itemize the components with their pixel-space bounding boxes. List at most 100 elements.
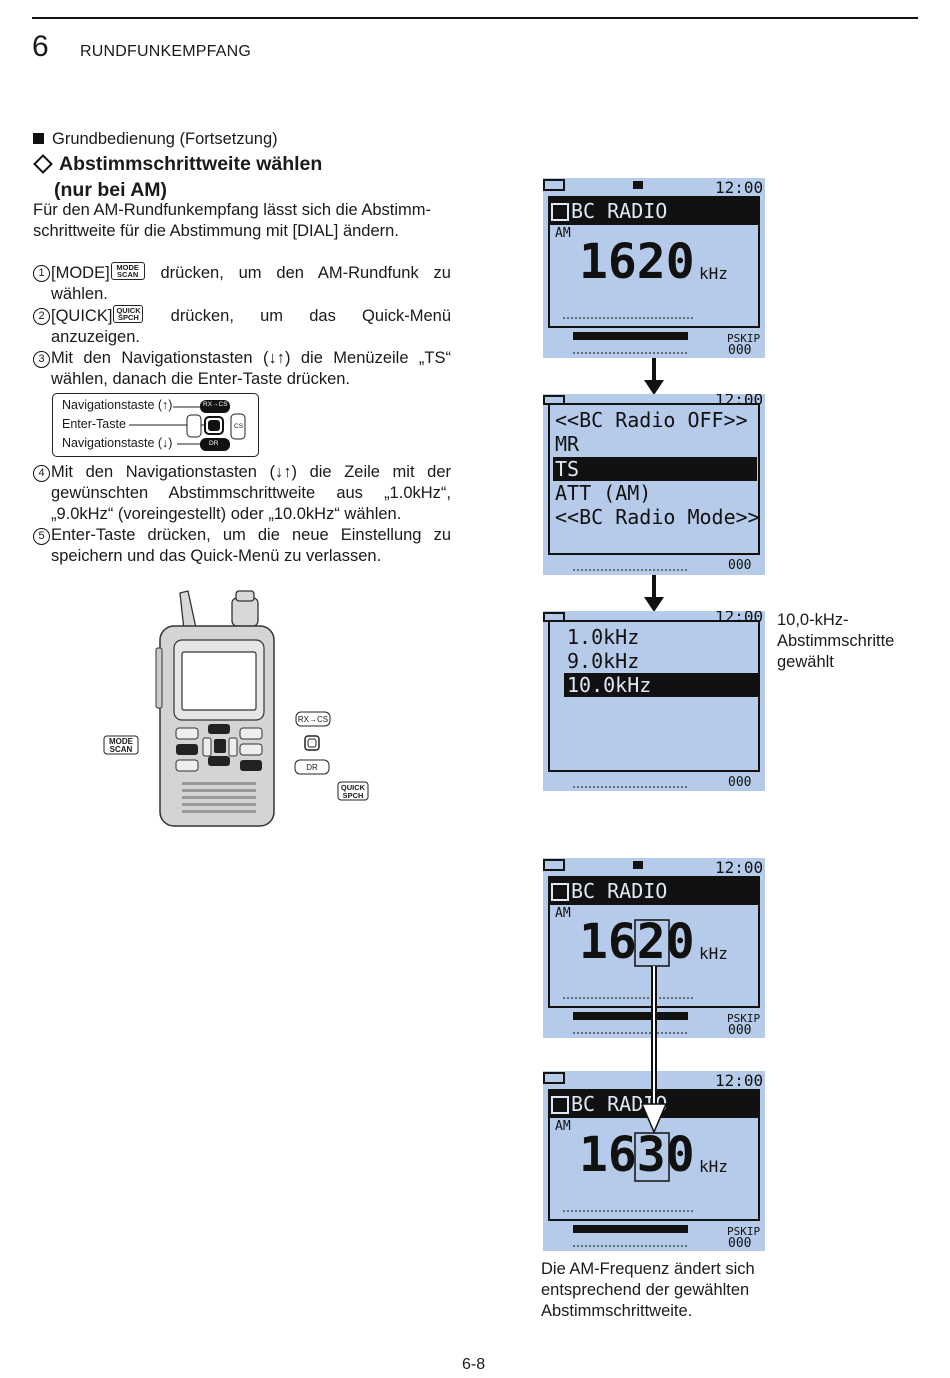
lcd-clock: 12:00 <box>715 394 764 409</box>
lcd-channel: 000 <box>728 1236 752 1251</box>
step-number: 3 <box>33 351 50 368</box>
menu-item-mr: MR <box>555 432 580 456</box>
enter-label: Enter-Taste <box>62 417 126 431</box>
menu-item-bc-radio-off: <<BC Radio OFF>> <box>555 408 748 432</box>
ts-caption-line: 10,0-kHz- <box>777 611 849 629</box>
step-1: 1[MODE]MODE SCAN drücken, um den AM-Rund… <box>33 262 451 305</box>
subsection-title: Grundbedienung (Fortsetzung) <box>33 130 278 149</box>
keypad-icon <box>129 400 246 451</box>
rxcs-key-label: RX→CS <box>297 715 329 724</box>
lcd-channel: 000 <box>728 558 752 573</box>
menu-item-att-am: ATT (AM) <box>555 481 652 505</box>
lcd-screen-quick-menu: 12:00 <<BC Radio OFF>> MR TS ATT (AM) <<… <box>543 394 765 575</box>
lcd-clock: 12:00 <box>715 1071 764 1090</box>
bottom-caption-line: entsprechend der gewählten <box>541 1281 750 1299</box>
bottom-caption-line: Abstimmschrittweite. <box>541 1302 693 1320</box>
step-number: 2 <box>33 308 50 325</box>
lcd-clock: 12:00 <box>715 858 764 877</box>
bottom-caption-line: Die AM-Frequenz ändert sich <box>541 1260 755 1278</box>
navigation-key-diagram: Navigationstaste (↑) Enter-Taste Navigat… <box>52 393 259 457</box>
ts-caption-line: Abstimmschritte <box>777 632 895 650</box>
lcd-frame <box>543 859 760 1034</box>
lcd-title: BC RADIO <box>571 879 668 903</box>
page-number: 6-8 <box>462 1356 486 1373</box>
dr-key-label: DR <box>306 763 318 772</box>
nav-up-label: Navigationstaste (↑) <box>62 398 173 412</box>
handheld-radio-icon <box>103 590 369 827</box>
lcd-channel: 000 <box>728 1023 752 1038</box>
lcd-title: BC RADIO <box>571 199 668 223</box>
step-2: 2[QUICK]QUICK SPCH drücken, um das Quick… <box>33 305 451 348</box>
ts-caption-line: gewählt <box>777 653 834 671</box>
lcd-pskip: PSKIP <box>727 332 761 345</box>
chapter-number: 6 <box>32 30 49 63</box>
lcd-frequency: 1620 <box>579 234 695 290</box>
ts-caption: 10,0-kHz- Abstimmschritte gewählt <box>777 610 894 673</box>
step-number: 4 <box>33 465 50 482</box>
heading-line2: (nur bei AM) <box>54 179 168 201</box>
step-number: 1 <box>33 265 50 282</box>
mode-scan-key-icon: MODE SCAN <box>110 262 145 280</box>
rxcs-key-label: RX→CS <box>203 401 228 408</box>
menu-item-bc-radio-mode: <<BC Radio Mode>> <box>555 505 760 529</box>
nav-down-label: Navigationstaste (↓) <box>62 436 173 450</box>
lcd-frame <box>543 395 760 571</box>
step-text: drücken, um das Quick-Menü anzuzeigen. <box>51 307 451 346</box>
step-key-label: [MODE] <box>51 264 110 282</box>
lcd-clock: 12:00 <box>715 178 764 197</box>
lcd-pskip: PSKIP <box>727 1012 761 1025</box>
lcd-step-digit: 3 <box>636 1127 666 1183</box>
lcd-unit: kHz <box>699 1157 728 1176</box>
lcd-screen-1620: 12:00 BC RADIO AM 1620 kHz PSKIP 000 <box>543 858 765 1038</box>
cs-key-label: CS <box>234 423 244 430</box>
square-bullet-icon <box>33 133 44 144</box>
step-text: drücken, um den AM-Rundfunk zu wählen. <box>51 264 451 303</box>
lcd-frequency: 1620 <box>579 914 695 970</box>
subsection-text: Grundbedienung (Fortsetzung) <box>52 130 278 148</box>
lcd-frame <box>543 612 760 788</box>
lcd-frame <box>543 179 760 354</box>
step-text: Enter-Taste drücken, um die neue Einstel… <box>51 526 451 565</box>
lcd-screen-ts-options: 12:00 1.0kHz 9.0kHz 10.0kHz 000 <box>543 611 765 791</box>
lcd-clock: 12:00 <box>715 611 764 626</box>
diamond-icon <box>33 153 53 174</box>
lcd-unit: kHz <box>699 264 728 283</box>
intro-paragraph: Für den AM-Rundfunkempfang lässt sich di… <box>33 201 432 240</box>
bottom-caption: Die AM-Frequenz ändert sich entsprechend… <box>541 1259 755 1322</box>
section-heading: Abstimmschrittweite wählen (nur bei AM) <box>33 151 322 203</box>
ts-option-9khz: 9.0kHz <box>567 649 640 673</box>
lcd-screen-bc-radio: 12:00 BC RADIO AM 1620 kHz PSKIP 000 <box>543 178 765 358</box>
ts-option-1khz: 1.0kHz <box>567 625 640 649</box>
radio-illustration: MODE SCAN RX→CS DR QUICK SPCH <box>100 588 380 833</box>
lcd-screen-1630: 12:00 BC RADIO AM 1630 kHz PSKIP 000 <box>543 1071 765 1251</box>
step-number: 5 <box>33 528 50 545</box>
lcd-mode: AM <box>555 1119 571 1134</box>
step-text: Mit den Navigationstasten (↓↑) die Menüz… <box>51 349 451 388</box>
dr-key-label: DR <box>209 440 219 447</box>
down-arrow-icon <box>644 358 664 395</box>
lcd-frequency: 1630 <box>579 1127 695 1183</box>
steps-list-a: 1[MODE]MODE SCAN drücken, um den AM-Rund… <box>33 262 451 390</box>
mode-scan-key-label: MODE SCAN <box>109 737 133 754</box>
quick-spch-key-label: QUICK SPCH <box>340 783 366 800</box>
heading-line1: Abstimmschrittweite wählen <box>59 153 323 175</box>
menu-item-ts-selected: TS <box>553 457 757 481</box>
step-key-label: [QUICK] <box>51 307 113 325</box>
quick-spch-key-icon: QUICK SPCH <box>113 305 144 323</box>
lcd-channel: 000 <box>728 343 752 358</box>
ts-option-10khz-selected: 10.0kHz <box>564 673 758 697</box>
lcd-mode: AM <box>555 906 571 921</box>
lcd-channel: 000 <box>728 775 752 790</box>
lcd-unit: kHz <box>699 944 728 963</box>
down-arrow-icon <box>644 575 664 612</box>
lcd-pskip: PSKIP <box>727 1225 761 1238</box>
chapter-title: RUNDFUNKEMPFANG <box>80 43 252 60</box>
lcd-mode: AM <box>555 226 571 241</box>
header-rule <box>32 17 918 19</box>
step-text: Mit den Navigationstasten (↓↑) die Zeile… <box>51 463 451 523</box>
lcd-step-digit: 2 <box>636 914 666 970</box>
